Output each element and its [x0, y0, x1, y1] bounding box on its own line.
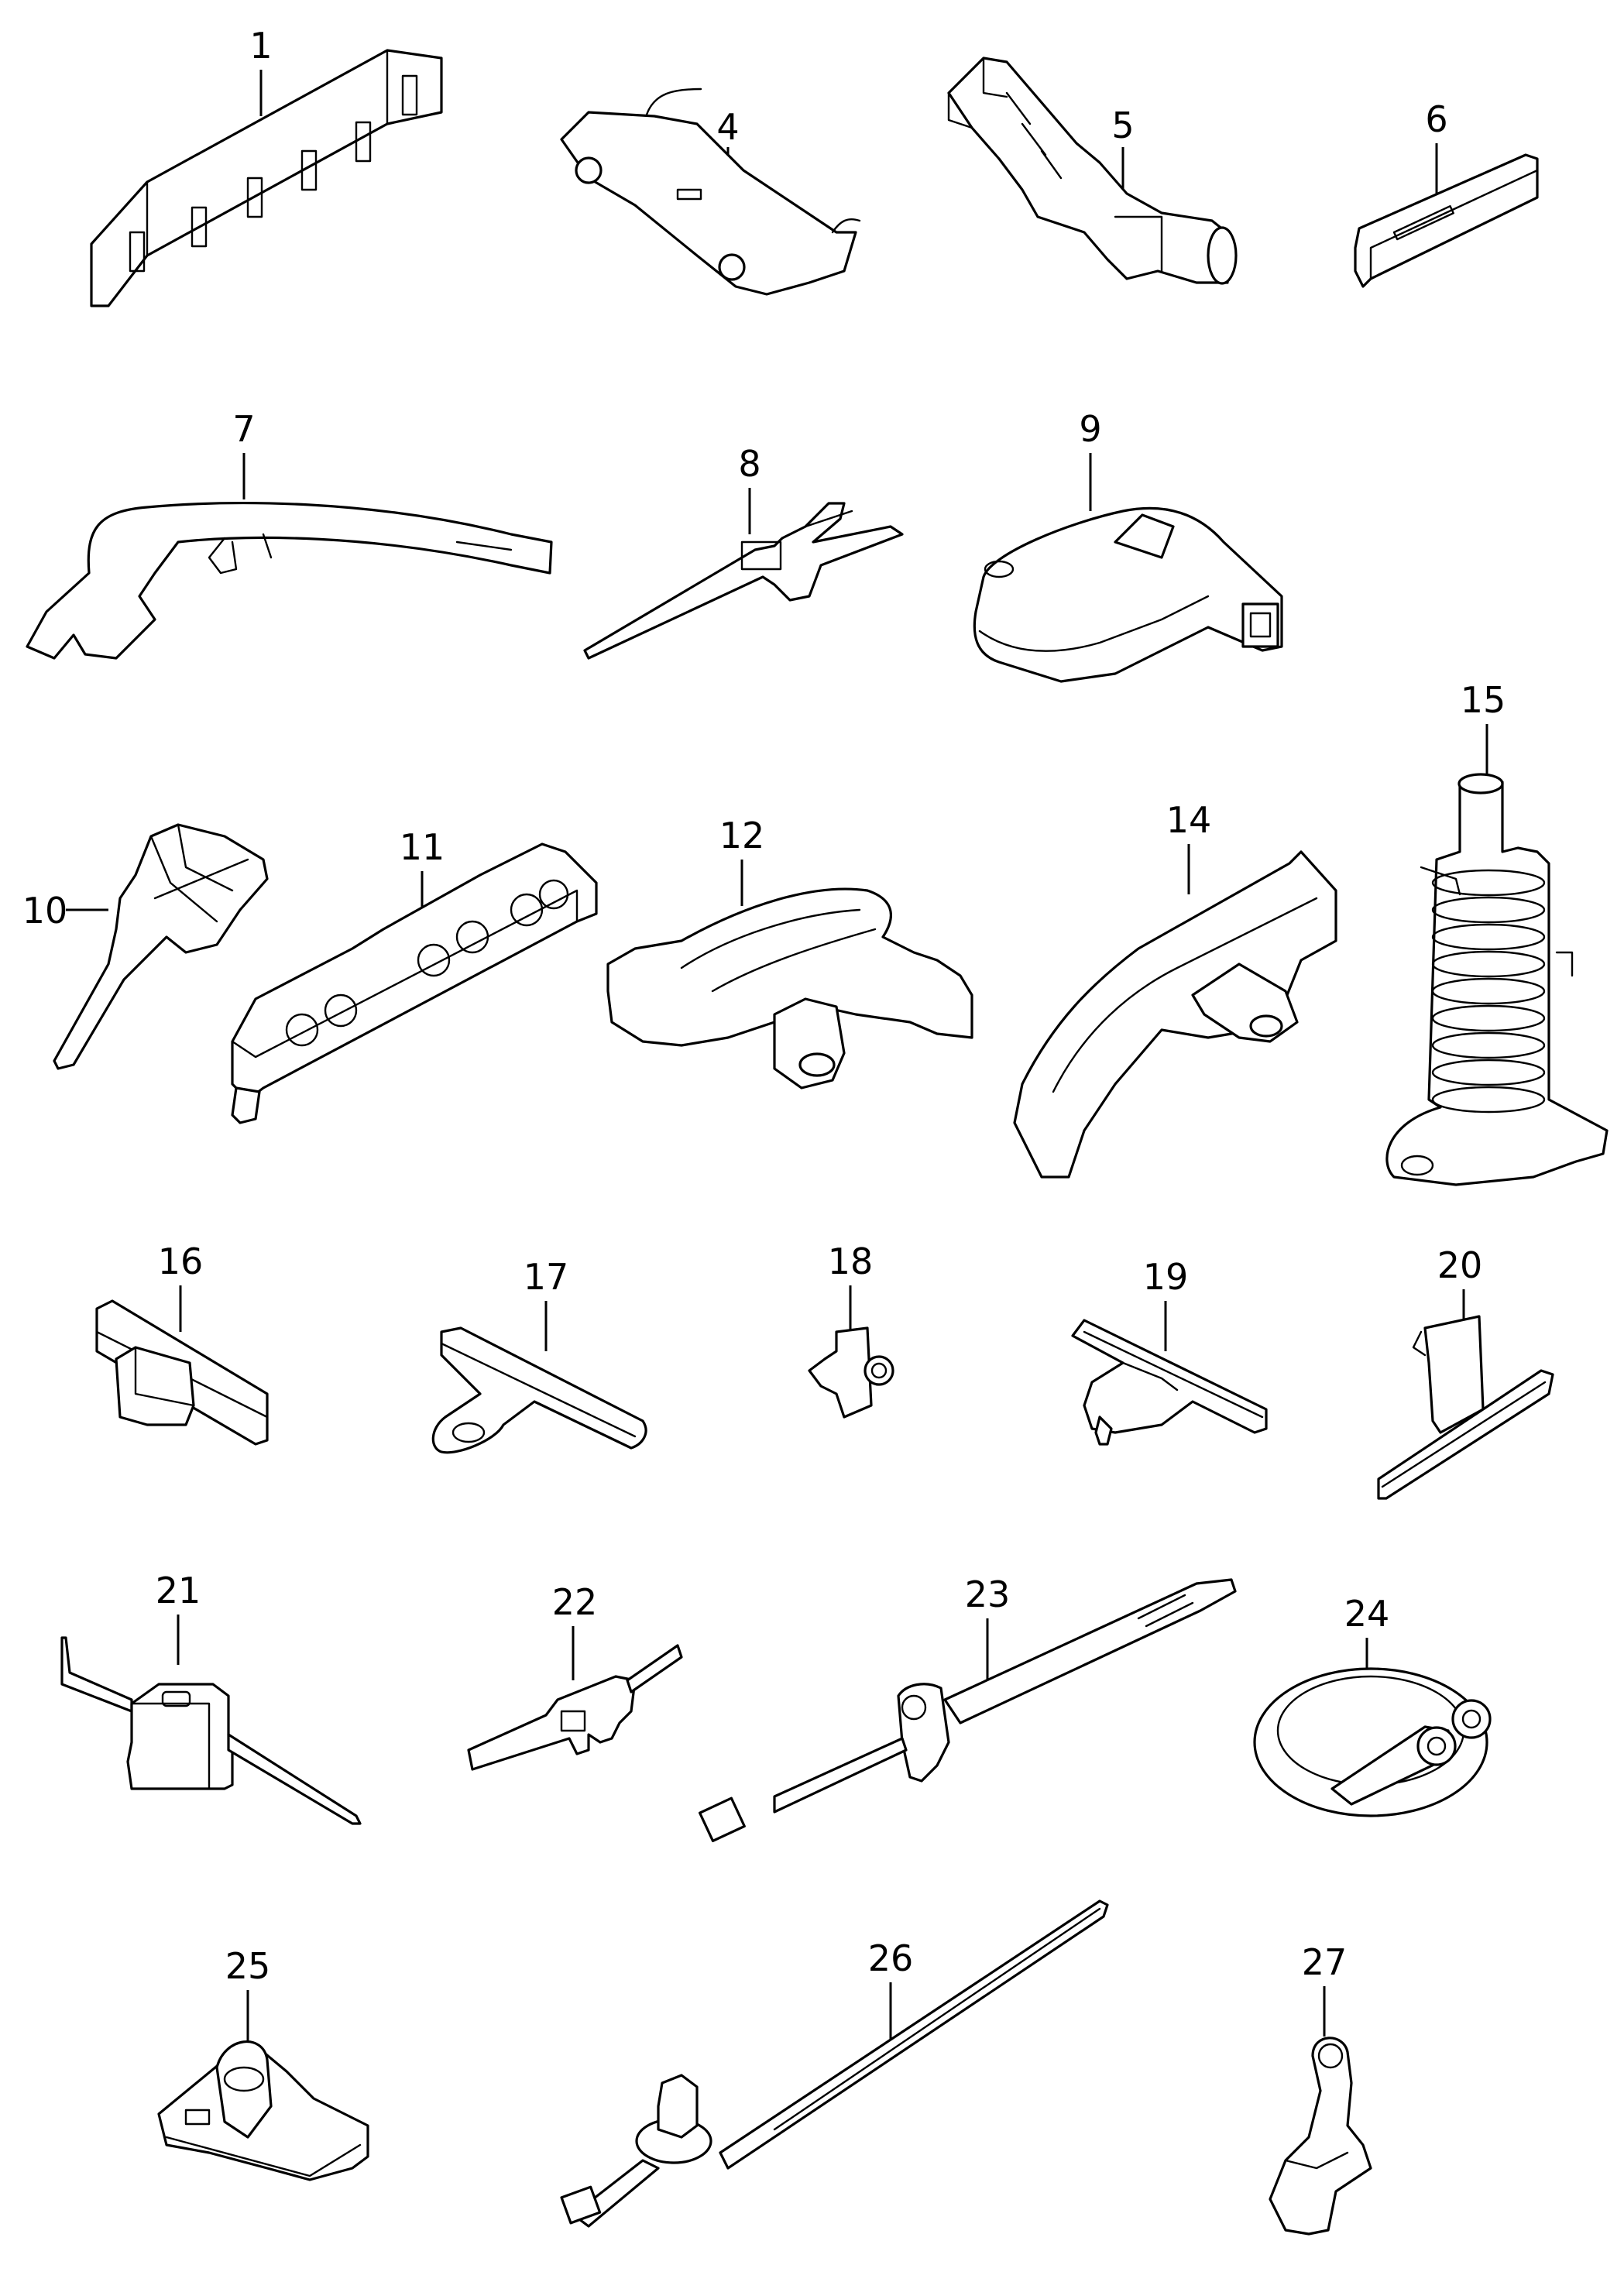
part-label: 25: [225, 1945, 271, 1987]
part-12-guide-channel[interactable]: 12: [606, 815, 973, 1090]
part-label: 14: [1166, 799, 1212, 841]
part-label: 22: [552, 1581, 598, 1623]
part-16-strip-clip[interactable]: 16: [95, 1241, 269, 1446]
part-label: 15: [1461, 679, 1506, 721]
part-22-tie-holder[interactable]: 22: [467, 1581, 683, 1771]
part-26-anchor-cable-tie[interactable]: 26: [560, 1899, 1109, 2228]
part-label: 7: [232, 408, 255, 450]
part-label: 27: [1302, 1941, 1348, 1983]
part-9-cover-box[interactable]: 9: [973, 408, 1283, 683]
part-25-base-clip[interactable]: 25: [157, 1945, 369, 2181]
part-5-duct[interactable]: 5: [947, 57, 1238, 285]
part-7-curved-carrier[interactable]: 7: [26, 408, 553, 660]
part-1-connector-strip[interactable]: 1: [90, 25, 443, 307]
part-4-bracket[interactable]: 4: [560, 88, 861, 296]
part-21-tie-clip[interactable]: 21: [60, 1570, 362, 1825]
part-label: 9: [1079, 408, 1101, 450]
part-23-long-cable-tie[interactable]: 23: [699, 1573, 1237, 1843]
part-14-angled-guide[interactable]: 14: [1013, 799, 1337, 1179]
part-label: 8: [738, 443, 760, 485]
part-17-eye-tab[interactable]: 17: [431, 1256, 647, 1454]
part-11-multi-clip-rail[interactable]: 11: [231, 826, 598, 1124]
part-label: 6: [1425, 98, 1447, 140]
part-label: 12: [719, 815, 765, 856]
part-label: 24: [1344, 1593, 1390, 1635]
part-label: 10: [22, 890, 68, 932]
part-label: 4: [716, 106, 739, 148]
part-label: 1: [249, 25, 272, 67]
part-label: 21: [156, 1570, 201, 1611]
part-20-edge-rail-clip[interactable]: 20: [1377, 1244, 1554, 1500]
part-label: 26: [868, 1937, 914, 1979]
part-label: 11: [400, 826, 445, 868]
part-label: 19: [1143, 1256, 1189, 1298]
part-label: 17: [524, 1256, 569, 1298]
part-8-cable-tie-holder[interactable]: 8: [583, 443, 904, 660]
part-label: 20: [1437, 1244, 1483, 1286]
part-18-small-clip[interactable]: 18: [808, 1241, 894, 1419]
part-6-clip-rail[interactable]: 6: [1354, 98, 1539, 288]
part-27-hook-clip[interactable]: 27: [1269, 1941, 1372, 2236]
part-10-clip-holder[interactable]: 10: [22, 823, 269, 1070]
part-label: 23: [965, 1573, 1011, 1615]
part-15-bellows-grommet[interactable]: 15: [1385, 679, 1609, 1186]
part-24-oval-grommet[interactable]: 24: [1253, 1593, 1492, 1817]
part-label: 16: [158, 1241, 204, 1282]
part-19-push-pin-strip[interactable]: 19: [1071, 1256, 1268, 1446]
part-label: 18: [828, 1241, 874, 1282]
part-label: 5: [1111, 105, 1134, 146]
